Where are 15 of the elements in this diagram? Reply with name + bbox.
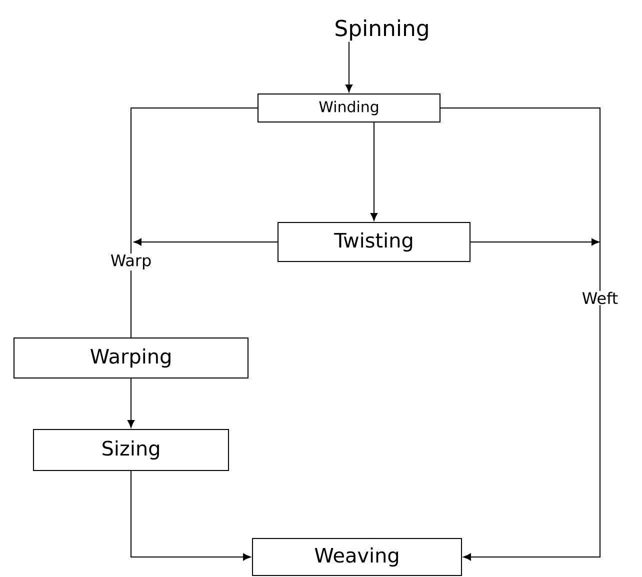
process-box: Warping xyxy=(14,338,248,378)
arrow xyxy=(370,122,378,221)
process-box: Weaving xyxy=(252,538,462,576)
arrow xyxy=(440,108,600,561)
process-box: Sizing xyxy=(33,429,229,471)
arrow xyxy=(470,238,600,246)
arrow xyxy=(345,41,353,92)
process-box: Twisting xyxy=(278,222,470,262)
start-label: Spinning xyxy=(336,19,428,41)
arrow xyxy=(134,238,278,246)
edge-label: Warp xyxy=(109,254,153,270)
process-box: Winding xyxy=(258,94,440,122)
edge-label: Weft xyxy=(580,290,620,306)
arrow xyxy=(130,470,251,561)
arrow xyxy=(127,378,135,428)
